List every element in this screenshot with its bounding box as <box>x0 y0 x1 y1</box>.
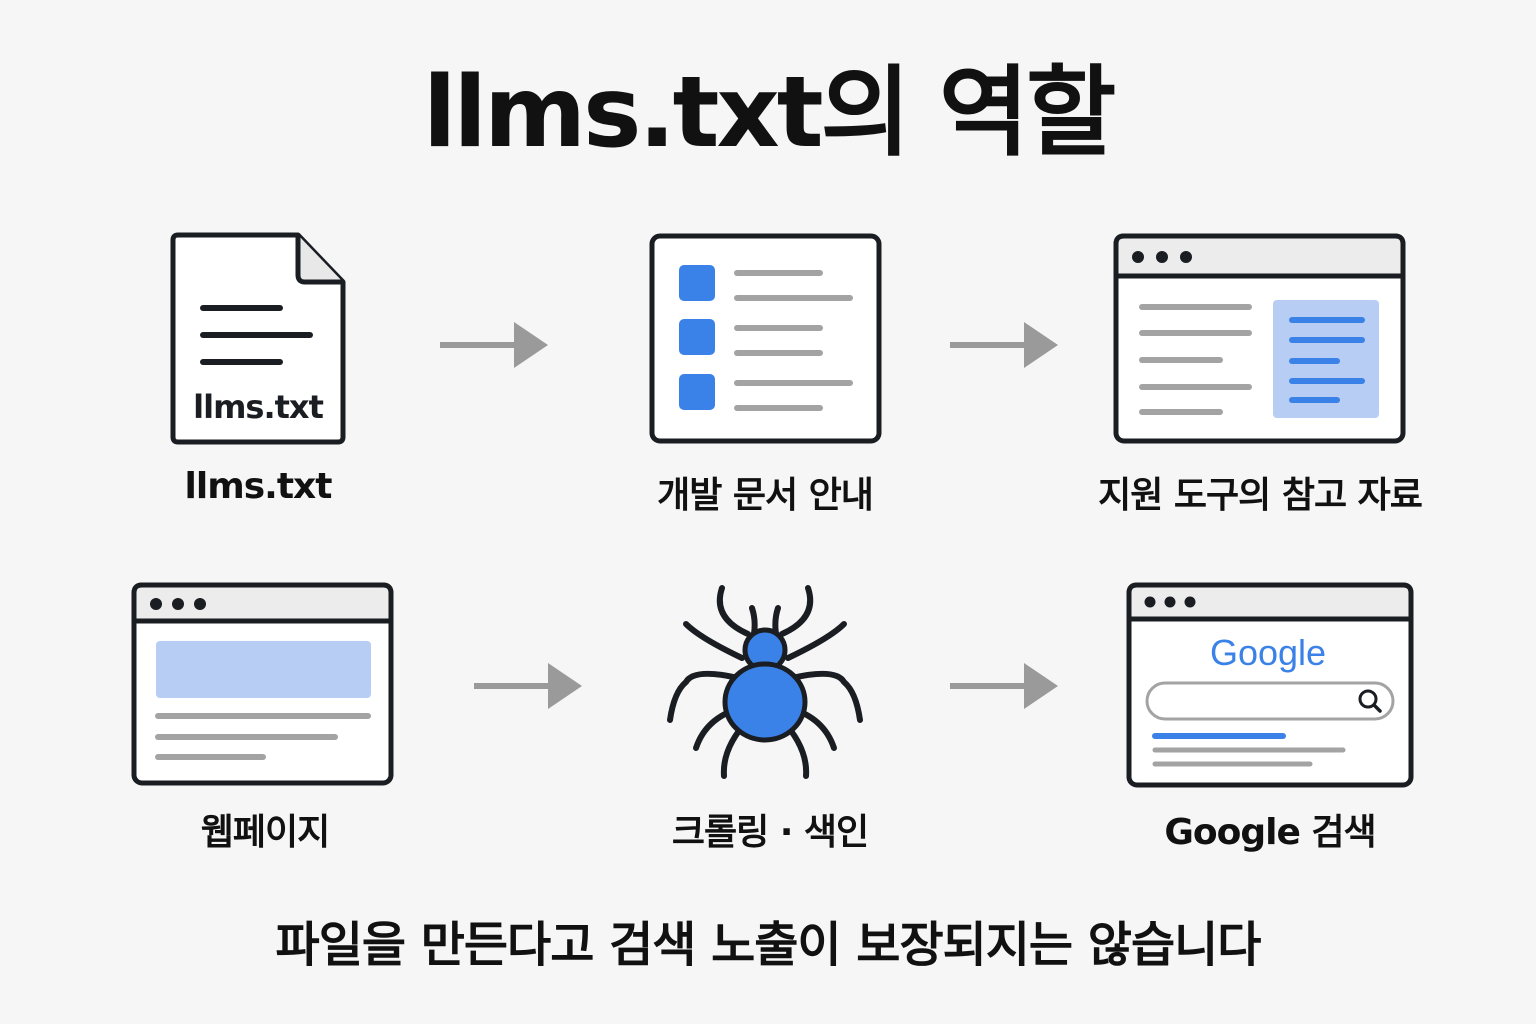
webpage-label: 웹페이지 <box>200 812 330 853</box>
google-label: Google 검색 <box>1164 812 1376 853</box>
arrow-4 <box>948 661 1060 711</box>
arrow-right-icon <box>950 663 1058 709</box>
spider-icon <box>667 585 863 779</box>
llms-file-node: llms.txt <box>165 230 350 450</box>
footer-note: 파일을 만든다고 검색 노출이 보장되지는 않습니다 <box>275 917 1262 973</box>
google-node: Google <box>1125 581 1415 789</box>
tools-node <box>1112 232 1407 445</box>
google-logo-text: Google <box>1210 632 1326 673</box>
arrow-right-icon <box>440 322 548 368</box>
doc-list-icon <box>649 233 882 444</box>
webpage-node <box>130 581 395 787</box>
webpage-icon <box>131 582 394 786</box>
docs-node <box>648 232 883 445</box>
document-icon: llms.txt <box>170 232 346 445</box>
crawl-label: 크롤링 · 색인 <box>671 812 869 853</box>
arrow-2 <box>948 320 1060 370</box>
arrow-1 <box>438 320 550 370</box>
magnifier-icon <box>1358 689 1382 713</box>
tools-label: 지원 도구의 참고 자료 <box>1098 475 1423 516</box>
file-label: llms.txt <box>184 466 333 507</box>
browser-reference-icon <box>1113 233 1406 444</box>
arrow-right-icon <box>950 322 1058 368</box>
google-search-icon: Google <box>1126 582 1414 788</box>
arrow-3 <box>472 661 584 711</box>
page-title: llms.txt의 역할 <box>422 56 1116 170</box>
arrow-right-icon <box>474 663 582 709</box>
file-icon-text: llms.txt <box>193 388 323 426</box>
crawler-node <box>660 580 870 785</box>
docs-label: 개발 문서 안내 <box>657 475 874 516</box>
